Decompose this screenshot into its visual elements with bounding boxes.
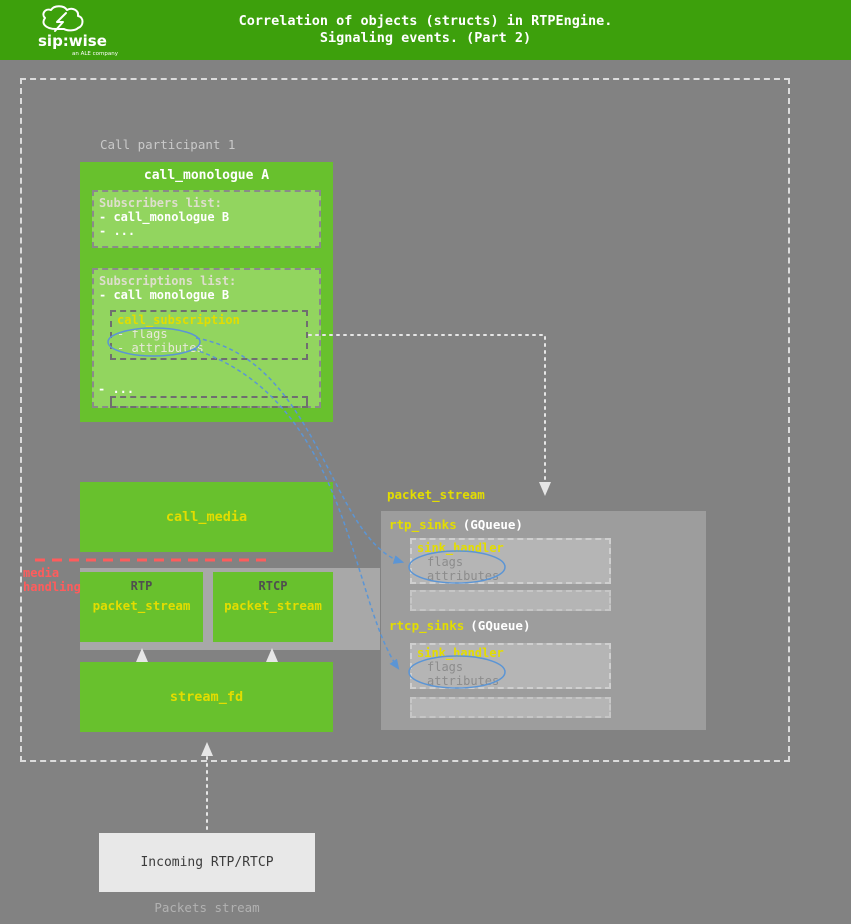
rtcp-sinks-name: rtcp_sinks — [389, 618, 465, 633]
stream-fd-box: stream_fd — [80, 662, 333, 732]
call-subscription-attributes: - attributes — [117, 341, 204, 355]
rtcp-sink-handler-flags: flags — [427, 660, 464, 674]
stream-fd-title: stream_fd — [169, 689, 244, 705]
page-title: Correlation of objects (structs) in RTPE… — [0, 13, 851, 47]
page-title-line1: Correlation of objects (structs) in RTPE… — [238, 13, 613, 29]
call-subscription-title: call_subscription — [117, 313, 240, 327]
participant-label: Call participant 1 — [100, 137, 236, 152]
header-bar: sip:wise an ALE company Correlation of o… — [0, 0, 851, 60]
rtcp-sinks-header: rtcp_sinks (GQueue) — [389, 618, 530, 633]
call-subscription-stub-box — [110, 396, 308, 408]
subscribers-item-more: - ... — [99, 224, 136, 238]
rtp-sink-stub-box — [410, 590, 611, 611]
rtp-sink-handler-flags: flags — [427, 555, 464, 569]
subscriptions-item-more: - ... — [98, 382, 135, 396]
subscribers-item: - call_monologue B — [99, 210, 230, 224]
media-handling-line2: handling — [23, 580, 81, 594]
rtcp-sink-handler-attributes: attributes — [427, 674, 500, 688]
rtcp-packet-stream-box: RTCP packet_stream — [213, 572, 333, 642]
rtcp-sink-handler-box: sink_handler flags attributes — [410, 643, 611, 689]
call-subscription-flags: - flags — [117, 327, 168, 341]
packet-stream-label: packet_stream — [387, 487, 485, 502]
rtp-sinks-type: (GQueue) — [462, 517, 523, 532]
sipwise-cloud-icon: sip:wise an ALE company — [38, 5, 119, 57]
rtp-sinks-name: rtp_sinks — [389, 517, 457, 532]
call-subscription-box: call_subscription - flags - attributes — [110, 310, 308, 360]
rtp-label: RTP — [130, 579, 153, 593]
call-media-box: call_media — [80, 482, 333, 552]
media-handling-label: media handling — [23, 566, 81, 594]
page-title-line2: Signaling events. (Part 2) — [319, 30, 532, 46]
subscriptions-item: - call monologue B — [99, 288, 230, 302]
logo-tagline: an ALE company — [72, 51, 119, 57]
call-monologue-box: call_monologue A Subscribers list: - cal… — [80, 162, 333, 422]
diagram-boundary — [20, 78, 790, 762]
subscriptions-list-box: Subscriptions list: - call monologue B c… — [92, 268, 321, 408]
subscribers-list-title: Subscribers list: — [99, 196, 222, 210]
sipwise-logo: sip:wise an ALE company — [28, 3, 128, 57]
rtp-sink-handler-box: sink_handler flags attributes — [410, 538, 611, 584]
incoming-rtp-rtcp-title: Incoming RTP/RTCP — [140, 855, 274, 870]
media-handling-line1: media — [23, 566, 60, 580]
call-media-title: call_media — [165, 509, 248, 525]
rtp-sinks-header: rtp_sinks (GQueue) — [389, 517, 523, 532]
subscriptions-list-title: Subscriptions list: — [99, 274, 237, 288]
rtcp-sink-handler-title: sink_handler — [417, 646, 504, 660]
rtp-sink-handler-title: sink_handler — [417, 541, 504, 555]
rtp-packet-stream-title: packet_stream — [92, 598, 191, 613]
rtcp-sinks-type: (GQueue) — [470, 618, 531, 633]
rtp-sink-handler-attributes: attributes — [427, 569, 500, 583]
subscribers-list-box: Subscribers list: - call_monologue B - .… — [92, 190, 321, 248]
incoming-rtp-rtcp-box: Incoming RTP/RTCP — [99, 833, 315, 892]
packets-stream-label: Packets stream — [154, 900, 260, 915]
call-monologue-title: call_monologue A — [143, 168, 270, 183]
packet-stream-panel: rtp_sinks (GQueue) sink_handler flags att… — [381, 511, 706, 730]
logo-brand: sip:wise — [38, 32, 107, 50]
rtcp-sink-stub-box — [410, 697, 611, 718]
rtp-packet-stream-box: RTP packet_stream — [80, 572, 203, 642]
rtcp-label: RTCP — [258, 579, 288, 593]
rtcp-packet-stream-title: packet_stream — [224, 598, 322, 613]
